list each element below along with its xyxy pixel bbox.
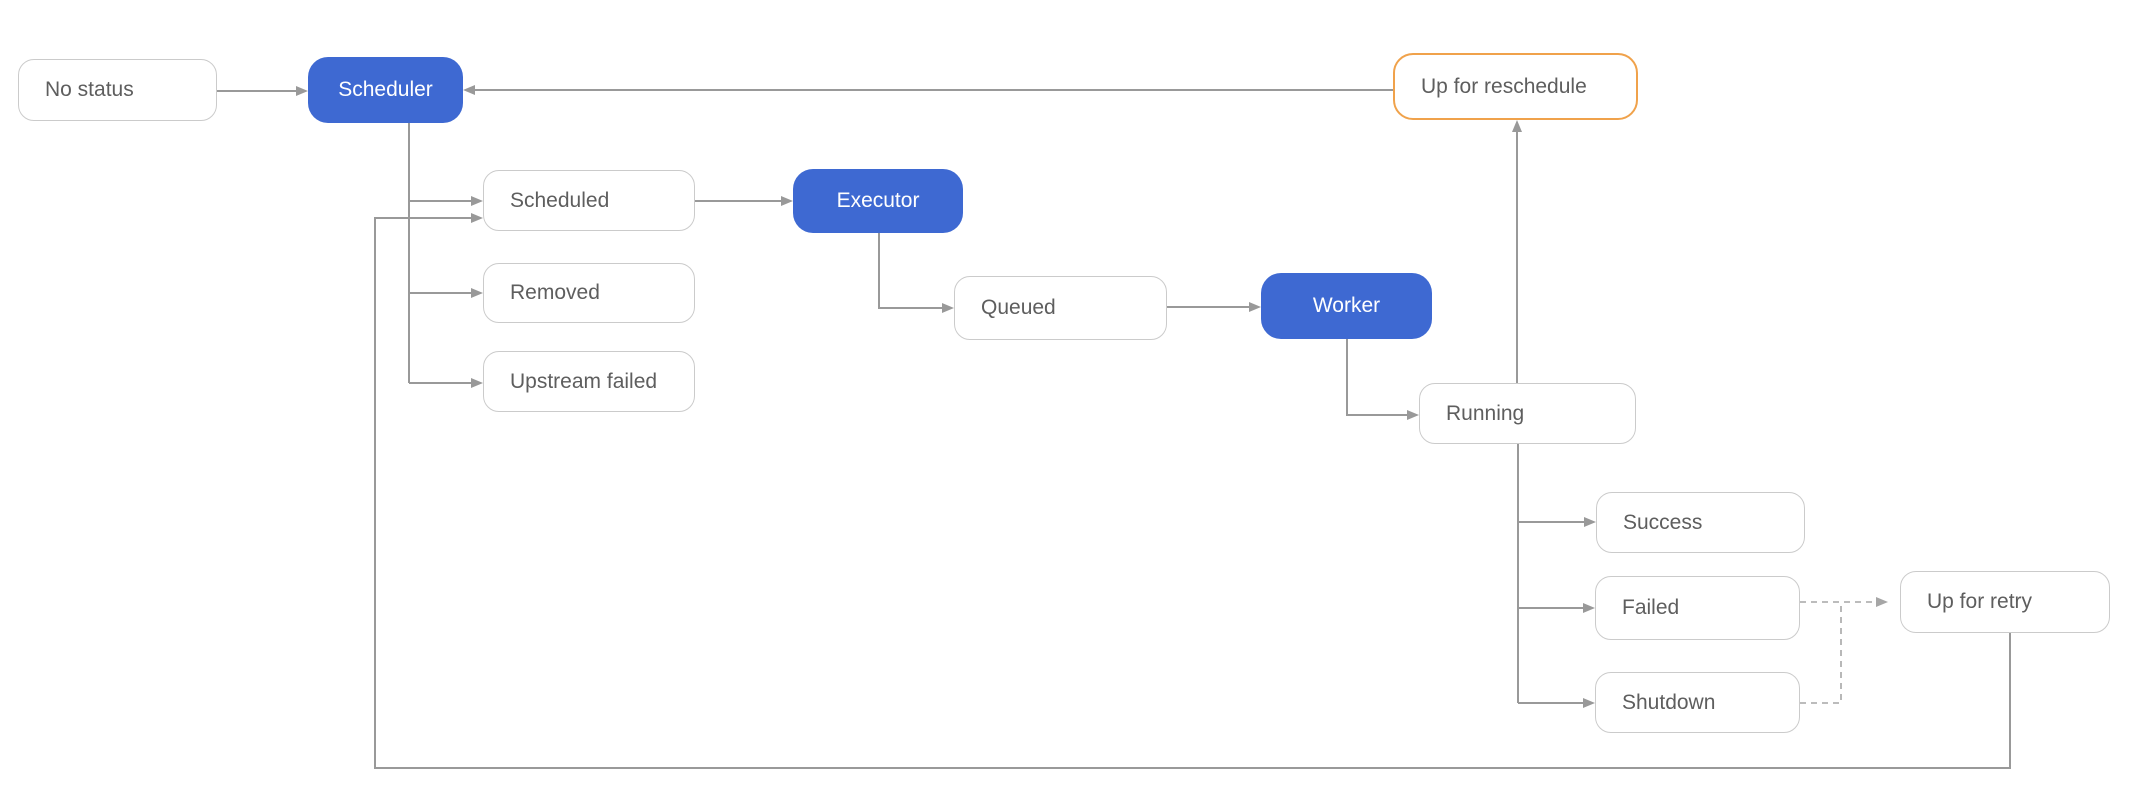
node-shutdown: Shutdown [1595,672,1800,733]
edge-shutdown-up-for-retry [1800,604,1842,704]
edge-up-for-retry-scheduled [374,213,2011,769]
node-scheduler: Scheduler [308,57,463,123]
node-up-for-reschedule-label: Up for reschedule [1421,74,1587,98]
node-success: Success [1596,492,1805,553]
node-running-label: Running [1446,401,1525,425]
node-executor: Executor [793,169,963,233]
node-worker: Worker [1261,273,1432,339]
node-up-for-retry: Up for retry [1900,571,2110,633]
node-up-for-retry-label: Up for retry [1927,590,2033,613]
node-running: Running [1419,383,1636,444]
node-queued: Queued [954,276,1167,340]
node-success-label: Success [1623,510,1703,534]
node-removed: Removed [483,263,695,323]
node-no-status-label: No status [45,78,134,101]
node-no-status: No status [18,59,217,121]
node-scheduled-label: Scheduled [510,188,610,212]
edge-executor-queued [878,233,954,313]
node-scheduled: Scheduled [483,170,695,231]
node-removed-label: Removed [510,281,600,304]
node-failed: Failed [1595,576,1800,640]
node-executor-label: Executor [836,189,920,212]
node-up-for-reschedule: Up for reschedule [1393,53,1638,120]
edge-worker-running [1346,339,1419,420]
node-upstream-failed: Upstream failed [483,351,695,412]
node-failed-label: Failed [1622,596,1680,619]
node-queued-label: Queued [981,296,1056,319]
node-upstream-failed-label: Upstream failed [510,369,658,393]
node-shutdown-label: Shutdown [1622,690,1716,714]
node-worker-label: Worker [1312,294,1381,317]
node-scheduler-label: Scheduler [338,78,433,101]
